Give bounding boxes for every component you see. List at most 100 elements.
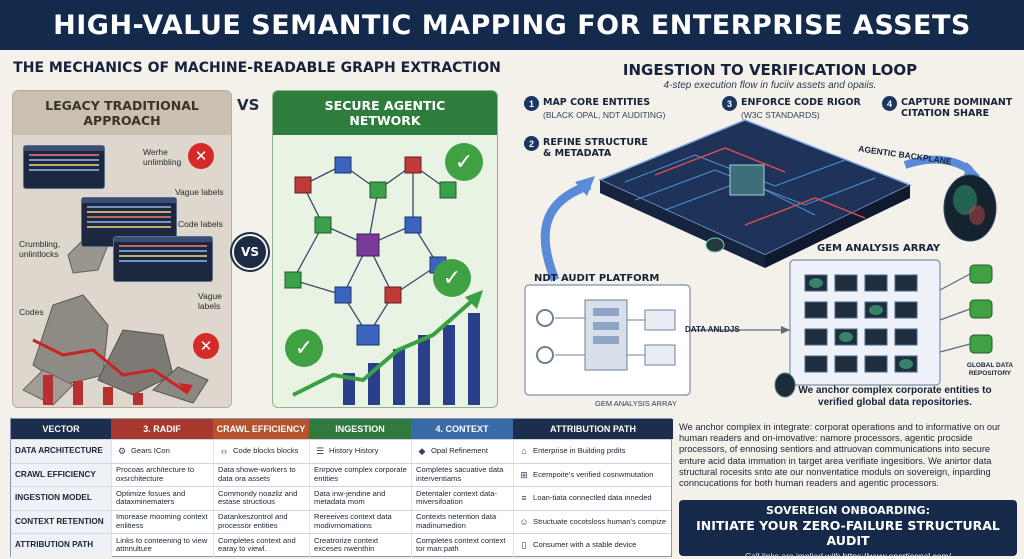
- annotation-codes: Codes: [19, 307, 44, 317]
- legacy-heading: LEGACY TRADITIONAL APPROACH: [13, 91, 231, 135]
- growth-arrow-line: [292, 298, 475, 397]
- step-1-title: MAP CORE ENTITIES: [543, 97, 651, 108]
- header-ingestion: INGESTION: [309, 419, 411, 439]
- table-cell: ☺Structuate cocotsloss human's compize: [513, 510, 673, 533]
- data-flow-label: DATA ANLDJS: [685, 325, 740, 334]
- decline-bar: [133, 393, 143, 405]
- table-cell: ⊞Ecempoite's verified cosnwmutation: [513, 463, 673, 486]
- check-icon: ✓: [285, 329, 323, 367]
- annotation-vague-labels: Vague labels: [175, 187, 224, 197]
- x-icon: ✕: [188, 143, 214, 169]
- row-label: INGESTION MODEL: [11, 487, 111, 510]
- cta-link[interactable]: https://www.enerticopal.com/: [842, 551, 951, 559]
- table-row: INGESTION MODEL Optimize fosues and data…: [11, 486, 671, 510]
- table-row: CONTEXT RETENTION Imorease mooming conte…: [11, 509, 673, 533]
- decline-arrow-head: [178, 383, 193, 393]
- legacy-panel: LEGACY TRADITIONAL APPROACH ✕ ✕ Werhe un…: [12, 90, 232, 408]
- growth-bar: [418, 335, 430, 405]
- table-row: DATA ARCHITECTURE ⚙Gears ICon ‹›Code blo…: [11, 439, 671, 463]
- table-cell: Contexts netention data madinumedion: [411, 510, 513, 533]
- right-section-subtitle: 4-step execution flow in fuciiv assets a…: [663, 80, 877, 91]
- header-vector: VECTOR: [42, 424, 80, 434]
- code-window: [113, 236, 213, 282]
- table-cell: ‹›Code blocks blocks: [213, 440, 309, 463]
- table-cell: Data inw-jendine and metadata mom: [309, 487, 411, 510]
- people-icon: ☺: [519, 516, 529, 527]
- decline-bar: [73, 381, 83, 405]
- table-cell: Completes context context tor man:path: [411, 534, 513, 557]
- table-cell: Optimize fosues and dataxminematers: [111, 487, 213, 510]
- network-core-node: [356, 233, 380, 257]
- cta-line-2: INITIATE YOUR ZERO-FAILURE STRUCTURAL AU…: [696, 518, 1000, 548]
- flow-arrow: [540, 180, 592, 282]
- x-icon: ✕: [193, 333, 219, 359]
- table-cell: ≡Loan-tiata connectled data inneded: [513, 487, 673, 510]
- growth-bar: [343, 373, 355, 405]
- rock-shape: [97, 329, 174, 396]
- table-cell: Creatrorize context exceses nwenthin: [309, 534, 411, 557]
- network-node: [334, 156, 352, 174]
- opal-bottom: [774, 372, 796, 398]
- core-cube: [729, 164, 765, 196]
- table-cell: ⚙Gears ICon: [111, 440, 213, 463]
- table-cell: Datankeszontrol and processor entities: [213, 510, 309, 533]
- table-row: ATTRIBUTION PATH Links to conteening to …: [11, 533, 671, 557]
- agentic-panel: SECURE AGENTIC NETWORK: [272, 90, 498, 408]
- table-header: VECTOR 3. RADIF CRAWL EFFICIENCY INGESTI…: [11, 419, 673, 439]
- table-row: CRAWL EFFICIENCY Procoas architecture to…: [11, 462, 673, 486]
- network-node: [439, 181, 457, 199]
- right-section-title: INGESTION TO VERIFICATION LOOP: [622, 61, 918, 79]
- check-icon: ✓: [433, 259, 471, 297]
- header-radif: 3. RADIF: [111, 419, 213, 439]
- agentic-heading: SECURE AGENTIC NETWORK: [273, 91, 497, 135]
- row-label: CRAWL EFFICIENCY: [11, 463, 111, 486]
- growth-bar: [468, 313, 480, 405]
- anchor-statement: We anchor complex corporate entities to …: [798, 385, 992, 408]
- decline-bar: [103, 387, 113, 405]
- table-cell: Completes sacuative data interventiams: [411, 463, 513, 486]
- table-cell: Completes context and earay to viewl.: [213, 534, 309, 557]
- annotation-werhe: Werhe unlimbling: [143, 147, 182, 167]
- step-3-title: ENFORCE CODE RIGOR: [741, 97, 861, 108]
- code-window: [23, 145, 105, 189]
- row-label: CONTEXT RETENTION: [11, 510, 111, 533]
- flow-arrow: [903, 155, 973, 174]
- table-cell: Enrpove complex corporate entities: [309, 463, 411, 486]
- step-number-3: 3: [722, 96, 737, 111]
- header-attribution: ATTRIBUTION PATH: [513, 419, 673, 439]
- gem-array-heading: GEM ANALYSIS ARRAY: [817, 243, 941, 254]
- table-cell: ▯Consumer with a stable device: [513, 534, 673, 557]
- table-cell: Links to conteening to view attnnulture: [111, 534, 213, 557]
- table-cell: ◆Opal Refinement: [411, 440, 513, 463]
- network-node: [384, 286, 402, 304]
- step-1-subtitle: (BLACK OPAL, NDT AUDITING): [543, 110, 666, 120]
- network-node: [356, 324, 380, 346]
- database-icon: ≡: [521, 493, 527, 503]
- title-banner: HIGH-VALUE SEMANTIC MAPPING FOR ENTERPRI…: [0, 0, 1024, 50]
- row-label: ATTRIBUTION PATH: [11, 534, 111, 557]
- step-2-title: REFINE STRUCTURE & METADATA: [543, 137, 648, 159]
- table-cell: Commondy noazliz and estase structious: [213, 487, 309, 510]
- cta-banner: SOVEREIGN ONBOARDING: INITIATE YOUR ZERO…: [679, 500, 1017, 559]
- code-icon: ‹›: [221, 446, 227, 456]
- network-node: [294, 176, 312, 194]
- building-icon: ⌂: [521, 446, 527, 456]
- table-cell: Imorease mooming context enlitiess: [111, 510, 213, 533]
- cta-line-3: Call links are implied with https://www.…: [745, 551, 951, 559]
- network-node: [334, 286, 352, 304]
- left-section-title: THE MECHANICS OF MACHINE-READABLE GRAPH …: [13, 60, 501, 76]
- row-label: DATA ARCHITECTURE: [11, 440, 111, 463]
- growth-bar: [393, 349, 405, 405]
- comparison-table: VECTOR 3. RADIF CRAWL EFFICIENCY INGESTI…: [10, 418, 673, 557]
- network-node: [404, 156, 422, 174]
- table-cell: ☰History History: [309, 440, 411, 463]
- agentic-network-illustration: [284, 156, 483, 405]
- check-icon: ✓: [445, 143, 483, 181]
- step-number-4: 4: [882, 96, 897, 111]
- step-number-2: 2: [524, 136, 539, 151]
- vs-badge: VS: [232, 234, 268, 270]
- table-cell: Data showe-workers to data ora assets: [213, 463, 309, 486]
- opal-on-platform: [705, 237, 725, 253]
- network-node: [284, 271, 302, 289]
- cta-line-1: SOVEREIGN ONBOARDING:: [766, 504, 930, 517]
